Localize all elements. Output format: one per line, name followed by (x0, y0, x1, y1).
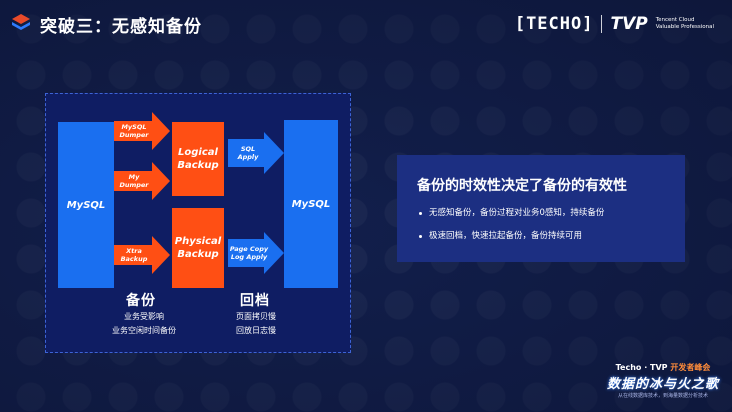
bullet-icon (419, 234, 422, 238)
list-item: 无感知备份，备份过程对业务0感知，持续备份 (419, 207, 604, 219)
mydumper-arrow (114, 162, 170, 200)
event-logo: Techo · TVP 开发者峰会 数据的冰与火之歌 从在线数据库技术，到海量数… (602, 362, 724, 406)
info-title: 备份的时效性决定了备份的有效性 (417, 178, 627, 194)
info-panel: 备份的时效性决定了备份的有效性 无感知备份，备份过程对业务0感知，持续备份 极速… (397, 155, 685, 262)
brand-tvp: TVP (610, 14, 648, 34)
mysql-source-block: MySQL (58, 122, 114, 288)
rollback-section-title: 回档 (240, 293, 270, 309)
event-organizer: Techo · TVP 开发者峰会 (615, 363, 711, 372)
backup-section-title: 备份 (126, 293, 156, 309)
page-copy-arrow (228, 232, 284, 274)
rollback-notes: 页面拷贝慢回放日志慢 (236, 312, 276, 335)
backup-notes: 业务受影响业务空闲时间备份 (112, 312, 176, 335)
event-subtitle: 从在线数据库技术，到海量数据分析技术 (617, 393, 708, 399)
mysqldumper-arrow (114, 112, 170, 150)
xtrabackup-arrow (114, 236, 170, 274)
brand-divider (601, 15, 603, 33)
brand-techo: [TECHO] (514, 14, 594, 34)
mysql-target-block: MySQL (284, 120, 338, 288)
event-title: 数据的冰与火之歌 (606, 377, 719, 392)
layers-logo-icon (12, 14, 30, 30)
info-bullet-list: 无感知备份，备份过程对业务0感知，持续备份 极速回档，快速拉起备份，备份持续可用 (419, 207, 604, 253)
brand-logo: [TECHO] TVP Tencent Cloud Valuable Profe… (515, 14, 714, 34)
sql-apply-arrow (228, 132, 284, 174)
list-item: 极速回档，快速拉起备份，备份持续可用 (419, 230, 604, 242)
brand-subtitle: Tencent Cloud Valuable Professional (655, 17, 714, 30)
page-title: 突破三：无感知备份 (40, 17, 202, 37)
bullet-icon (419, 211, 422, 215)
